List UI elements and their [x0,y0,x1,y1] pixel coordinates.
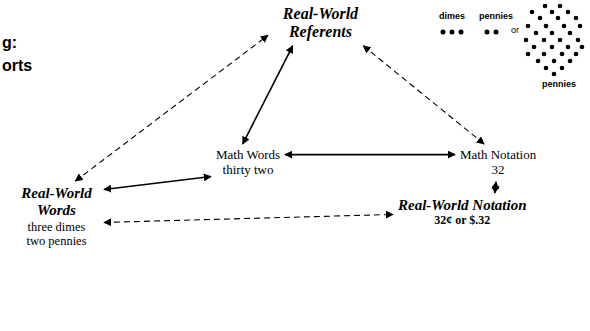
coin-dot [568,59,573,64]
coin-dot [558,38,563,43]
coin-dot [580,45,585,50]
coin-dot [552,72,557,77]
dashed-double-arrow [104,214,393,222]
cropped-heading-fragment: orts [2,57,32,75]
math-notation-group: Math Notation32 [457,146,539,180]
coin-dot [450,30,455,35]
node-body: three dimes two pennies [19,220,94,249]
coin-dot [536,59,541,64]
coin-dot [550,31,555,36]
coin-dot [574,52,579,57]
coin-dot [441,30,446,35]
real-world-notation-group: Real-World Notation32¢ or $.32 [395,195,529,230]
coin-dot [578,24,583,29]
referents-heading: Real-World Referents [270,3,371,44]
solid-double-arrow [285,154,455,156]
coin-dot [538,16,543,21]
cropped-heading-fragment: g: [2,34,17,52]
coin-dot [562,24,567,29]
node-heading: Real-World Words [14,185,99,220]
coin-dot [459,30,464,35]
connective-word: or [511,26,519,36]
coin-dot [566,10,571,15]
coin-label: pennies [479,12,513,22]
node-heading: Math Notation [460,148,536,163]
node-body: thirty two [216,163,280,178]
coin-dot [542,52,547,57]
solid-double-arrow [104,177,211,190]
coin-dot [526,52,531,57]
coin-dot [558,4,563,9]
coin-dot [560,52,565,57]
coin-dot [550,10,555,15]
coin-dot [542,38,547,43]
node-heading: Real-World Referents [273,5,368,42]
coin-label: dimes [439,12,465,22]
coin-dot [556,16,561,21]
coin-dot [534,31,539,36]
coin-dot [550,45,555,50]
node-body: 32 [460,163,536,178]
coin-dot [485,30,490,35]
dashed-double-arrow [363,46,484,144]
coin-dot [544,24,549,29]
coin-dot [574,16,579,21]
coin-dot [566,45,571,50]
math-words-group: Math Wordsthirty two [213,146,283,180]
node-heading: Math Words [216,148,280,163]
coin-dot [544,66,549,71]
coin-dot [576,38,581,43]
node-heading: Real-World Notation [398,197,526,214]
solid-double-arrow [495,182,496,193]
coin-dot [560,66,565,71]
solid-double-arrow [243,46,293,144]
coin-dot [568,31,573,36]
coin-dot [552,59,557,64]
coin-dot [524,38,529,43]
coin-dot [494,30,499,35]
real-world-words-group: Real-World Wordsthree dimes two pennies [11,183,102,250]
coin-dot [543,4,548,9]
coin-label: pennies [542,80,576,90]
coin-dot [530,10,535,15]
node-body: 32¢ or $.32 [398,214,526,228]
coin-dot [532,45,537,50]
coin-dot [526,24,531,29]
